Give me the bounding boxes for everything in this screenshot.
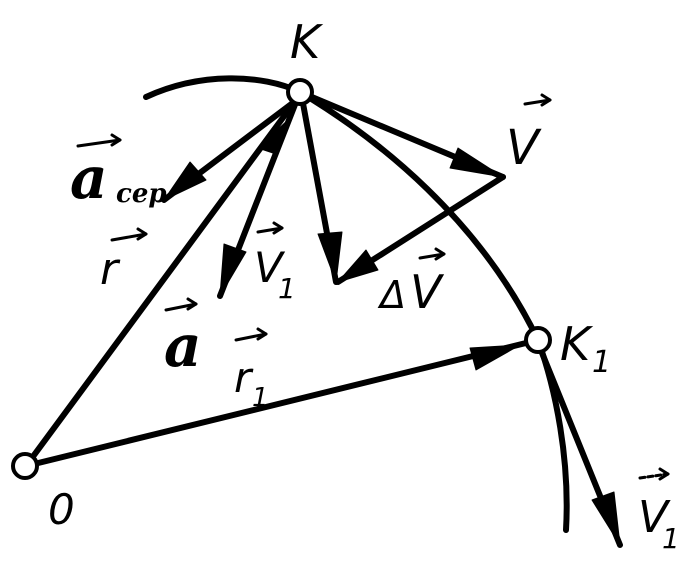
acceleration-a-label: a xyxy=(164,312,202,380)
acceleration-vector-a-arrowhead xyxy=(219,243,247,297)
radius-vector-r1-arrowhead xyxy=(469,344,521,371)
velocity-v1-label: V xyxy=(638,492,671,543)
velocity-v1-subscript: 1 xyxy=(662,522,680,555)
velocity-v1-translated-subscript: 1 xyxy=(278,272,296,305)
average-acceleration-label: a xyxy=(70,144,108,212)
delta-v-prefix: Δ xyxy=(377,273,406,317)
point-k-label: K xyxy=(290,15,324,69)
trajectory-curve xyxy=(143,75,570,533)
average-acceleration-subscript: сер xyxy=(116,179,167,209)
overhead-arrows xyxy=(76,93,670,481)
radius-r1-subscript: 1 xyxy=(252,383,269,413)
point-k1-subscript: 1 xyxy=(592,345,611,380)
point-k1-label: K xyxy=(560,317,594,371)
point-k1-marker xyxy=(524,326,552,354)
delta-v-label: V xyxy=(410,265,445,319)
velocity-vector-v-arrowhead xyxy=(449,147,504,178)
radius-r-label: r xyxy=(100,244,121,295)
radius-vector-r1 xyxy=(23,339,533,469)
radius-vector-r xyxy=(23,97,299,469)
delta-v-vector-arrowhead xyxy=(337,249,379,283)
radius-r1-label: r xyxy=(234,353,254,402)
point-o-marker xyxy=(11,452,39,480)
velocity-vector-v1-arrowhead xyxy=(591,491,621,546)
point-k-marker xyxy=(286,78,314,106)
average-acceleration-vector-arrowhead xyxy=(163,161,207,201)
point-o-label: 0 xyxy=(48,485,75,534)
velocity-v1-translated-label: V xyxy=(254,243,286,292)
velocity-vector-v1-translated-arrowhead xyxy=(317,231,343,283)
velocity-v-label: V xyxy=(506,120,542,176)
